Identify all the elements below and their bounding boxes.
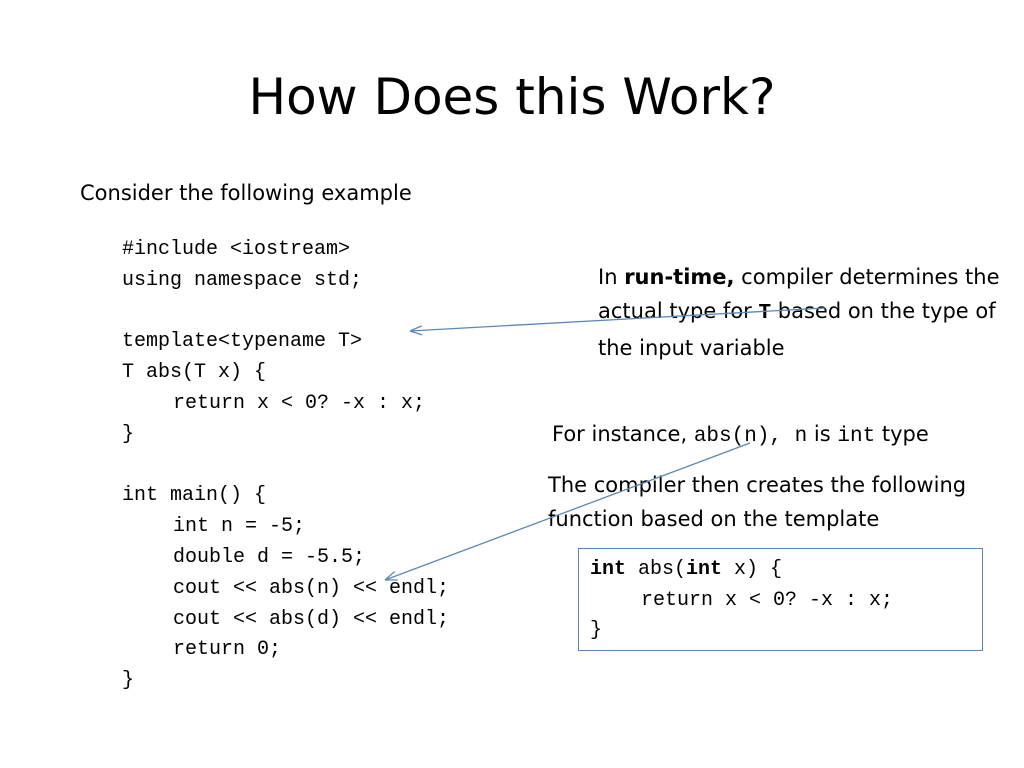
- code-listing: #include <iostream> using namespace std;…: [122, 235, 449, 697]
- code-line: return x < 0? -x : x;: [173, 391, 426, 415]
- code-line: }: [590, 619, 603, 642]
- code-line: template<typename T>: [122, 330, 363, 354]
- compiler-note: The compiler then creates the following …: [548, 473, 967, 531]
- arrow-to-template: [410, 307, 826, 331]
- note-text: is: [807, 422, 838, 446]
- code-text: abs(: [626, 558, 687, 581]
- code-line: int n = -5;: [173, 515, 306, 539]
- code-line: cout << abs(d) << endl;: [173, 607, 450, 631]
- code-line: return 0;: [173, 638, 282, 662]
- note-text: In: [598, 265, 625, 289]
- code-line: double d = -5.5;: [173, 545, 366, 569]
- keyword: int: [590, 558, 627, 581]
- code-line: cout << abs(n) << endl;: [173, 576, 450, 600]
- code-line: }: [122, 669, 135, 693]
- arrow-to-call: [385, 442, 751, 580]
- keyword: int: [686, 558, 723, 581]
- runtime-note: In run-time, compiler determines the act…: [598, 260, 1008, 365]
- instance-note: For instance, abs(n), n is int type: [552, 418, 1022, 453]
- note-text: compiler determines the actual type for: [598, 265, 1000, 323]
- code-inline: abs(n), n: [693, 425, 808, 448]
- note-text: type: [875, 422, 929, 446]
- code-line: return x < 0? -x : x;: [641, 588, 894, 612]
- note-text: For instance,: [552, 422, 694, 446]
- type-param: T: [758, 302, 772, 325]
- generated-function-box: int abs(int x) { return x < 0? -x : x; }: [578, 548, 983, 651]
- code-line: T abs(T x) {: [122, 361, 267, 385]
- intro-text: Consider the following example: [80, 181, 412, 205]
- code-text: x) {: [722, 558, 783, 581]
- code-line: int main() {: [122, 484, 267, 508]
- code-line: int abs(int x) {: [590, 555, 982, 586]
- code-line: #include <iostream>: [122, 238, 351, 261]
- code-line: using namespace std;: [122, 268, 363, 292]
- code-line: }: [122, 422, 135, 446]
- code-inline: int: [837, 425, 876, 448]
- note-text: based on the type of the input variable: [598, 299, 996, 360]
- note-bold-text: run-time,: [624, 265, 735, 289]
- slide-title: How Does this Work?: [248, 68, 776, 126]
